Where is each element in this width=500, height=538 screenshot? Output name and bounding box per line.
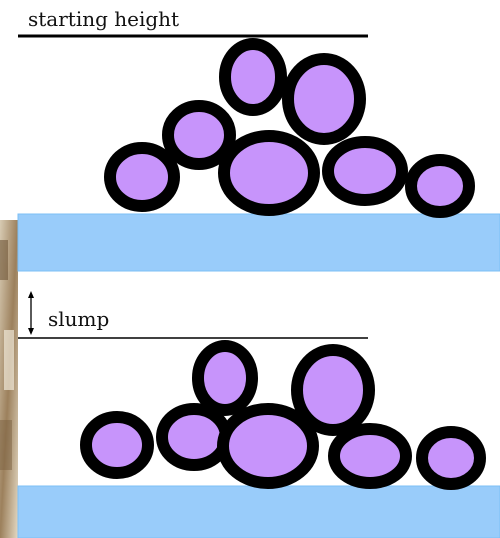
particle	[334, 429, 406, 483]
particle	[225, 44, 281, 110]
particle	[110, 148, 174, 206]
particle	[162, 409, 226, 465]
particle	[328, 142, 402, 200]
particle-pile-initial	[110, 44, 469, 212]
surface-top	[18, 214, 500, 271]
particle	[422, 432, 480, 484]
particle	[198, 346, 252, 410]
slump-arrow	[28, 291, 34, 335]
particle	[288, 59, 360, 139]
particle	[297, 350, 369, 430]
particle	[168, 106, 230, 164]
surface-bottom	[18, 486, 500, 538]
particle	[223, 409, 313, 483]
particle	[224, 136, 314, 210]
starting-height-label: starting height	[28, 9, 179, 29]
particle-pile-slumped	[86, 346, 480, 484]
slump-label: slump	[48, 309, 109, 329]
particle	[411, 160, 469, 212]
particle	[86, 417, 148, 473]
